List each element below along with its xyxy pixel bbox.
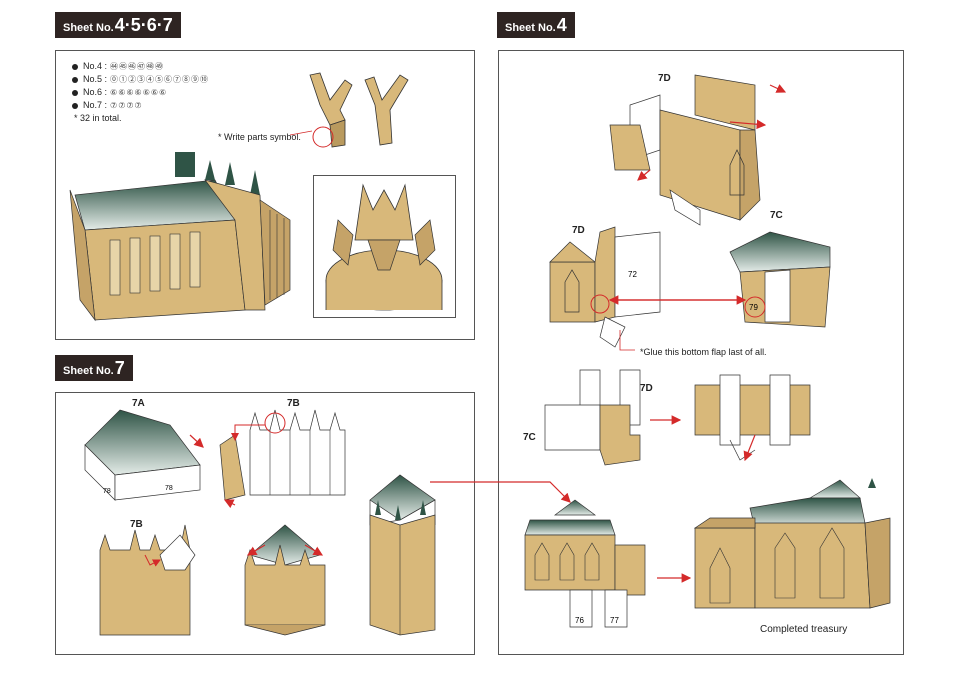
legend-parts: ⑥⑥⑥⑥⑥⑥⑥ [110,88,168,97]
bullet-icon [72,102,78,109]
part-77: 77 [610,616,619,625]
step-7a-roof-figure: 78 78 [84,409,204,501]
bullet-icon [72,89,78,96]
legend-parts: ㊹㊺㊻㊼㊽㊾ [110,62,165,71]
legend-label: No.6 : [83,87,108,97]
inset-detail-figure [325,183,443,311]
legend-parts: ⓪①②③④⑤⑥⑦⑧⑨⑩ [110,75,210,84]
bullet-icon [72,63,78,70]
legend-label: No.7 : [83,100,108,110]
label-7d: 7D [640,383,653,394]
legend-row-4: No.4 :㊹㊺㊻㊼㊽㊾ [72,60,209,73]
sheet-prefix: Sheet No. [505,22,556,34]
step-7-tower-complete-figure [369,474,436,636]
legend-row-5: No.5 :⓪①②③④⑤⑥⑦⑧⑨⑩ [72,73,209,86]
sheet-prefix: Sheet No. [63,22,114,34]
sheet-tag-7: Sheet No. 7 [55,355,133,381]
branch-parts-figure [309,72,409,148]
sheet-prefix: Sheet No. [63,365,114,377]
part-78: 78 [103,488,111,495]
step-7c-7d-glue-figure: 72 79 [549,226,831,351]
inset-detail-frame [313,175,456,318]
step-7d-fold-figure [609,74,787,226]
legend-row-6: No.6 :⑥⑥⑥⑥⑥⑥⑥ [72,86,209,99]
label-7b: 7B [130,519,143,530]
legend-total: * 32 in total. [74,113,122,123]
label-7a: 7A [132,398,145,409]
arrow-to-completed [657,573,692,583]
parts-legend: No.4 :㊹㊺㊻㊼㊽㊾ No.5 :⓪①②③④⑤⑥⑦⑧⑨⑩ No.6 :⑥⑥⑥… [72,60,209,125]
step-treasury-assembly-figure: 76 77 [524,499,646,628]
sheet-number: 4·5·6·7 [114,15,173,35]
write-parts-note: * Write parts symbol. [218,132,301,142]
sheet-tag-4: Sheet No. 4 [497,12,575,38]
legend-label: No.4 : [83,61,108,71]
legend-parts: ⑦⑦⑦⑦ [110,101,143,110]
legend-label: No.5 : [83,74,108,84]
part-76: 76 [575,616,584,625]
step-assemble-figure [544,369,811,466]
completed-treasury-caption: Completed treasury [760,624,848,635]
glue-flap-note: *Glue this bottom flap last of all. [640,347,767,357]
label-7d: 7D [572,225,585,236]
arrow-sheet7-to-sheet4 [430,481,571,503]
step-7b-roof-fit-figure [244,524,326,636]
step-7b-net-figure [219,409,346,509]
pointer-line [290,130,313,136]
sheet-tag-4-5-6-7: Sheet No. 4·5·6·7 [55,12,181,38]
label-7c: 7C [770,210,783,221]
step-7b-tower-figure [99,524,196,636]
part-72: 72 [628,270,637,279]
completed-treasury-figure [693,478,891,609]
sheet-number: 7 [114,358,125,378]
label-7c: 7C [523,432,536,443]
label-7b: 7B [287,398,300,409]
bullet-icon [72,76,78,83]
cathedral-model-figure [69,152,291,322]
part-79: 79 [749,303,758,312]
sheet-number: 4 [556,15,567,35]
legend-row-7: No.7 :⑦⑦⑦⑦ [72,99,209,112]
label-7d: 7D [658,73,671,84]
part-78: 78 [165,485,173,492]
